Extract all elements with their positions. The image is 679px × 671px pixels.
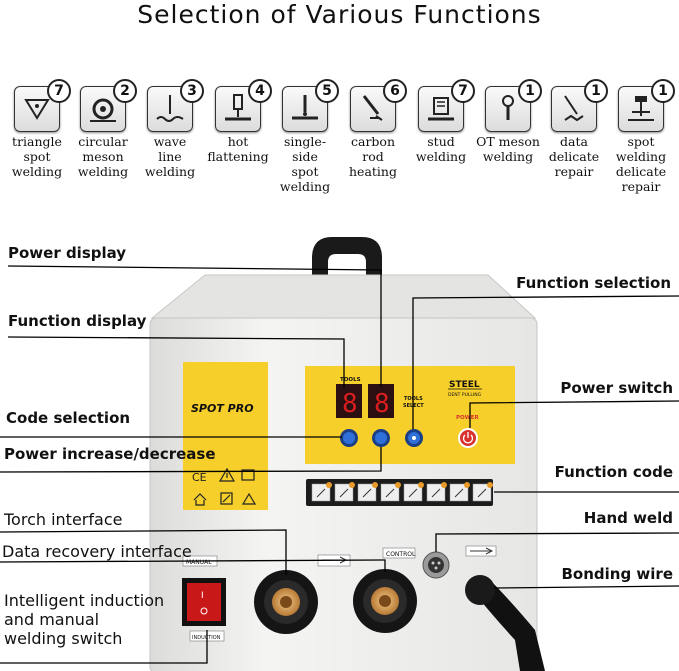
code-selection-knob[interactable]	[340, 429, 358, 447]
function-item: 6 carbon rod heating	[340, 79, 407, 179]
carry-handle	[312, 237, 382, 300]
function-code-icon	[403, 482, 424, 502]
callout-hand-weld: Hand weld	[583, 509, 673, 527]
function-code-icon	[472, 482, 493, 502]
function-item: 7 stud welding	[408, 79, 475, 164]
function-item: 1 data delicate repair	[541, 79, 608, 179]
svg-text:I: I	[201, 591, 204, 601]
function-item: 5 single-side spot welding	[272, 79, 339, 194]
function-count-badge: 5	[315, 79, 339, 103]
carbon-rod-icon: 6	[350, 79, 407, 132]
function-item: 3 wave line welding	[137, 79, 204, 179]
torch-socket-left[interactable]	[254, 570, 318, 634]
steel-label: STEEL	[449, 380, 480, 390]
safety-symbols: CE	[192, 467, 257, 506]
function-label: hot flattening	[207, 134, 269, 164]
circular-meson-icon: 2	[80, 79, 137, 132]
callout-induction-switch: Intelligent induction and manual welding…	[4, 591, 165, 648]
machine-top	[150, 274, 537, 319]
control-label: CONTROL	[386, 551, 416, 558]
power-adjust-knob[interactable]	[372, 429, 390, 447]
callout-function-code: Function code	[554, 463, 673, 481]
function-code-icon	[426, 482, 447, 502]
function-label: triangle spot welding	[11, 134, 63, 179]
callout-power-display: Power display	[8, 244, 127, 262]
callout-data-recovery-interface: Data recovery interface	[2, 542, 192, 561]
function-count-badge: 7	[451, 79, 475, 103]
function-item: 1 spot welding delicate repair	[608, 79, 675, 194]
callout-function-display: Function display	[8, 312, 147, 330]
bonding-wire-cable	[472, 578, 545, 671]
code-display	[336, 384, 362, 418]
stud-welding-icon: 7	[418, 79, 475, 132]
callout-power-switch: Power switch	[560, 379, 673, 397]
tools-label: TOOLS	[340, 377, 361, 383]
callout-lines	[0, 265, 679, 664]
wave-line-icon: 3	[147, 79, 204, 132]
callout-torch-interface: Torch interface	[4, 510, 123, 529]
function-label: data delicate repair	[548, 134, 600, 179]
svg-text:CE: CE	[192, 471, 207, 484]
function-code-icon	[380, 482, 401, 502]
function-item: 2 circular meson welding	[70, 79, 137, 179]
yellow-label-panel	[183, 362, 268, 510]
function-count-badge: 1	[651, 79, 675, 103]
function-code-icon	[311, 482, 332, 502]
callout-code-selection: Code selection	[6, 409, 131, 427]
single-side-spot-icon: 5	[282, 79, 339, 132]
function-count-badge: 1	[584, 79, 608, 103]
function-count-badge: 1	[518, 79, 542, 103]
function-count-badge: 2	[113, 79, 137, 103]
function-count-badge: 3	[180, 79, 204, 103]
function-item: 1 OT meson welding	[475, 79, 542, 164]
data-repair-icon: 1	[551, 79, 608, 132]
function-count-badge: 6	[383, 79, 407, 103]
power-switch-button[interactable]	[458, 428, 478, 448]
function-code-icons	[311, 482, 493, 502]
function-label: wave line welding	[144, 134, 196, 179]
power-label: POWER	[456, 415, 480, 421]
function-code-icon	[357, 482, 378, 502]
function-select-knob[interactable]	[405, 429, 423, 447]
function-label: single-side spot welding	[279, 134, 331, 194]
power-display-digit: 8	[374, 389, 390, 419]
function-count-badge: 4	[248, 79, 272, 103]
triangle-spot-icon: 7	[14, 79, 71, 132]
hand-weld-connector[interactable]	[422, 551, 450, 579]
function-count-badge: 7	[47, 79, 71, 103]
bonding-symbol	[470, 547, 494, 555]
bonding-wire-plug	[465, 575, 495, 605]
page-title: Selection of Various Functions	[137, 0, 542, 29]
dent-pulling-label: DENT PULLING	[448, 392, 482, 398]
torch-socket-right[interactable]	[353, 569, 417, 633]
function-label: stud welding	[415, 134, 467, 164]
function-label: spot welding delicate repair	[615, 134, 667, 194]
function-code-icon	[334, 482, 355, 502]
callout-power-increase-decrease: Power increase/decrease	[4, 445, 216, 463]
ot-meson-icon: 1	[485, 79, 542, 132]
power-display	[368, 384, 394, 418]
spot-repair-icon: 1	[618, 79, 675, 132]
brand-text: SPOT PRO	[191, 402, 254, 415]
callout-bonding-wire: Bonding wire	[561, 565, 673, 583]
function-item: 4 hot flattening	[205, 79, 272, 164]
hot-flattening-icon: 4	[215, 79, 272, 132]
function-label: carbon rod heating	[349, 134, 397, 179]
code-display-digit: 8	[342, 389, 358, 419]
manual-label: MANUAL	[186, 559, 212, 566]
callout-function-selection: Function selection	[516, 274, 671, 292]
function-item: 7 triangle spot welding	[4, 79, 71, 179]
function-label: circular meson welding	[77, 134, 129, 179]
induction-label: INDUCTION	[192, 635, 221, 641]
function-code-icon	[449, 482, 470, 502]
function-label: OT meson welding	[476, 134, 540, 164]
